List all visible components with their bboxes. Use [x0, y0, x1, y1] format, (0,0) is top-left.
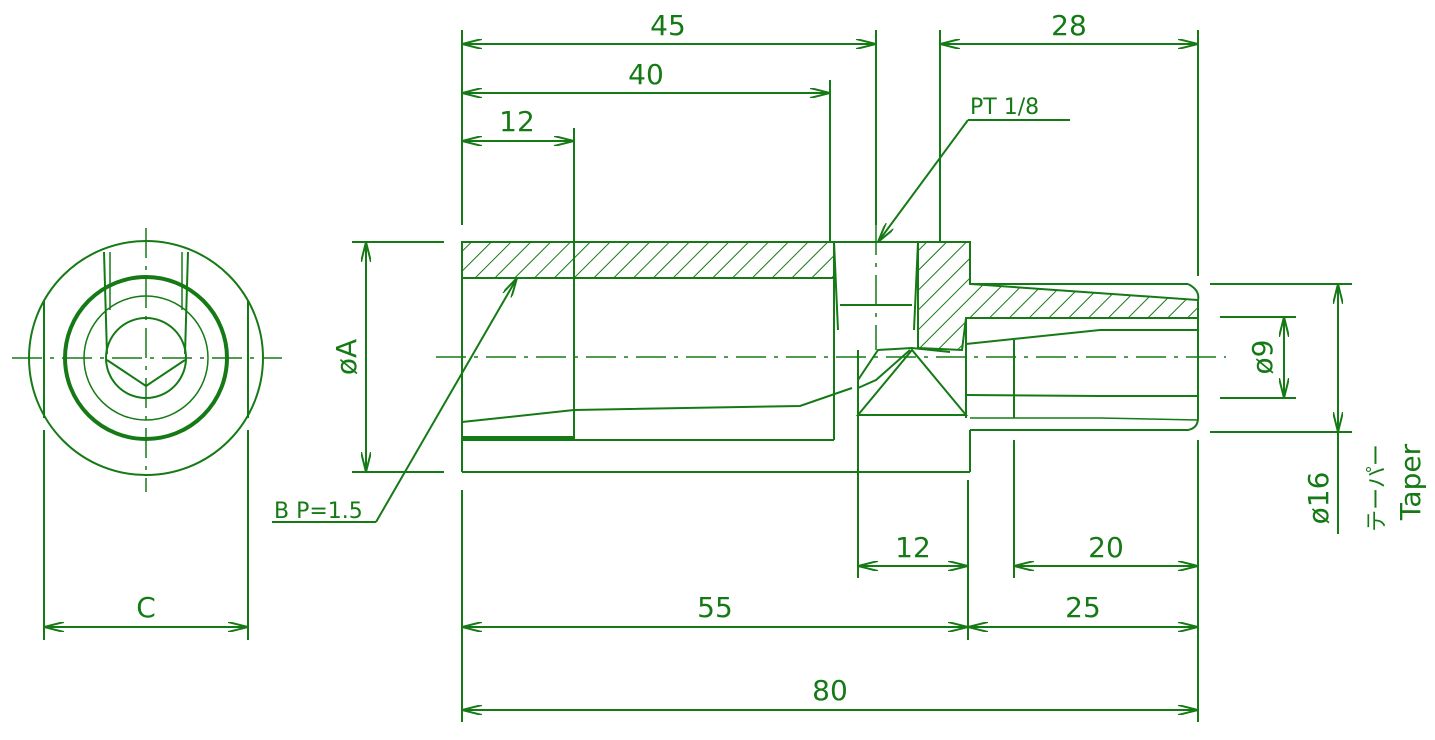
- dim-40-label: 40: [628, 58, 664, 91]
- pt-thread-label: PT 1/8: [970, 95, 1039, 120]
- dim-25-label: 25: [1065, 591, 1101, 624]
- dimension-lines: [272, 44, 1338, 710]
- dim-c-label: C: [136, 591, 156, 624]
- dim-phi9-label: ø9: [1246, 340, 1279, 375]
- taper-jp-label: テーパー: [1365, 444, 1390, 532]
- dim-55-label: 55: [697, 591, 733, 624]
- dim-20-label: 20: [1088, 531, 1124, 564]
- dim-phiA-label: øA: [330, 339, 363, 375]
- dim-28-label: 28: [1051, 9, 1087, 42]
- dimension-labels: 45 28 40 12 PT 1/8 øA B P=1.5 ø9 ø16 テーパ…: [274, 9, 1427, 707]
- dim-12-bottom-label: 12: [895, 531, 931, 564]
- dim-phi16-label: ø16: [1302, 472, 1335, 525]
- end-view: C: [12, 228, 282, 640]
- section-view: [352, 30, 1352, 722]
- dim-80-label: 80: [812, 674, 848, 707]
- dim-45-label: 45: [650, 9, 686, 42]
- bp-label: B P=1.5: [274, 499, 363, 524]
- dim-12-top-label: 12: [499, 105, 535, 138]
- taper-en-label: Taper: [1394, 443, 1427, 521]
